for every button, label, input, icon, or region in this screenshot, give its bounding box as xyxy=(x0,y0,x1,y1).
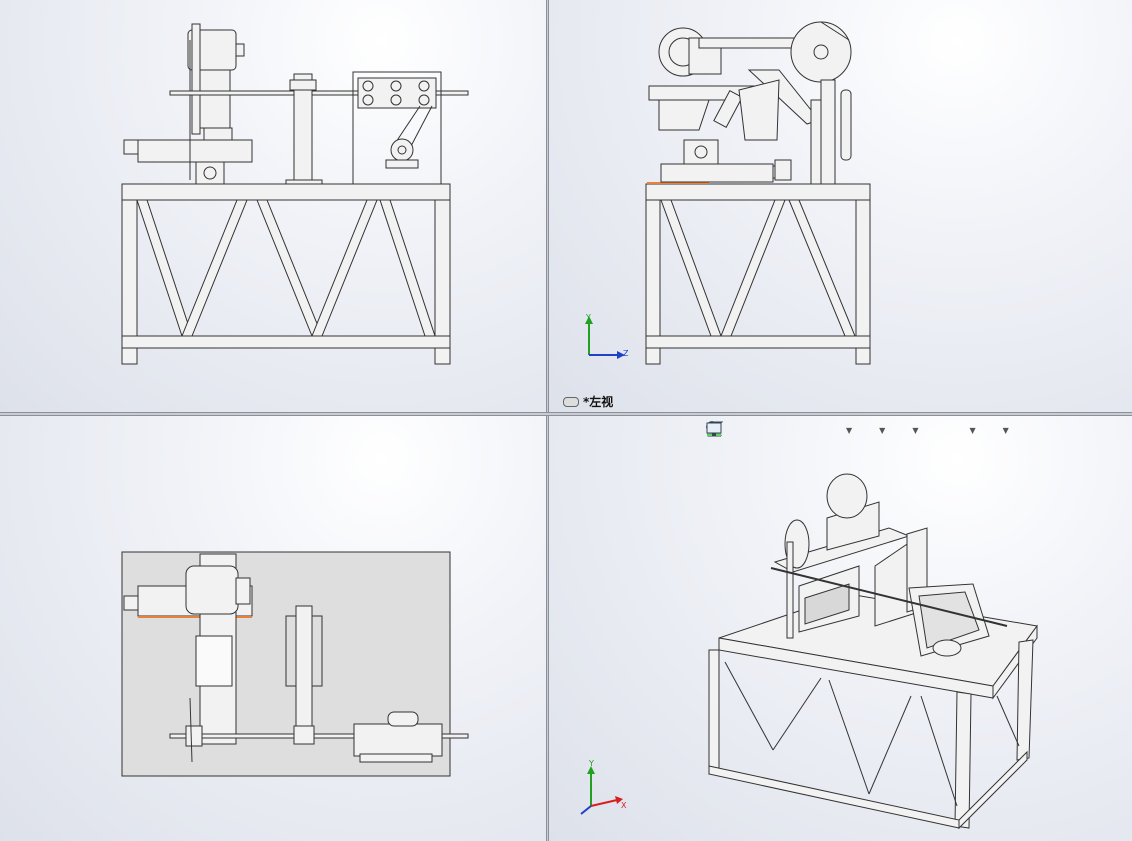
isometric-view-viewport[interactable]: ▼ ▼ ▼ ▼ ▼ xyxy=(549,416,1132,841)
front-view-viewport[interactable] xyxy=(0,0,546,412)
zoom-to-area-icon[interactable] xyxy=(706,420,749,440)
viewport-splitter-vertical[interactable] xyxy=(546,0,549,841)
axis-z-label: Z xyxy=(623,349,629,358)
axis-x-label: X xyxy=(621,801,627,810)
view-name-label[interactable]: *左视 xyxy=(563,393,613,410)
top-view-drawing xyxy=(121,551,469,777)
heads-up-view-toolbar: ▼ ▼ ▼ ▼ ▼ xyxy=(705,420,1011,440)
left-view-drawing: Y Z xyxy=(585,21,871,365)
apply-scene-icon[interactable] xyxy=(707,420,968,440)
previous-view-icon[interactable] xyxy=(707,420,773,440)
axis-triad-iso: Y X xyxy=(580,759,627,815)
axis-y-label: Y xyxy=(588,759,594,768)
isometric-view-drawing: Y X xyxy=(580,473,1038,830)
display-style-icon[interactable] xyxy=(707,420,878,440)
chevron-down-icon[interactable]: ▼ xyxy=(912,425,919,435)
edit-appearance-icon[interactable] xyxy=(706,420,944,440)
left-view-viewport[interactable]: Y Z *左视 xyxy=(549,0,1132,412)
top-view-viewport[interactable] xyxy=(0,416,546,841)
table-top xyxy=(121,183,451,201)
view-orientation-icon[interactable] xyxy=(706,420,845,440)
chevron-down-icon[interactable]: ▼ xyxy=(846,425,853,435)
chevron-down-icon[interactable]: ▼ xyxy=(1002,425,1009,435)
link-views-icon xyxy=(563,396,579,407)
hide-show-items-icon[interactable] xyxy=(706,420,911,440)
axis-y-label: Y xyxy=(585,313,591,322)
viewport-splitter-horizontal[interactable] xyxy=(0,412,1132,416)
chevron-down-icon[interactable]: ▼ xyxy=(969,425,976,435)
dynamic-annotation-icon[interactable] xyxy=(707,420,821,440)
view-settings-icon[interactable] xyxy=(706,420,1002,440)
section-view-icon[interactable] xyxy=(707,420,797,440)
chevron-down-icon[interactable]: ▼ xyxy=(879,425,886,435)
view-name-text: *左视 xyxy=(583,395,614,409)
front-view-drawing xyxy=(121,23,469,365)
axis-triad-left: Y Z xyxy=(585,313,629,359)
